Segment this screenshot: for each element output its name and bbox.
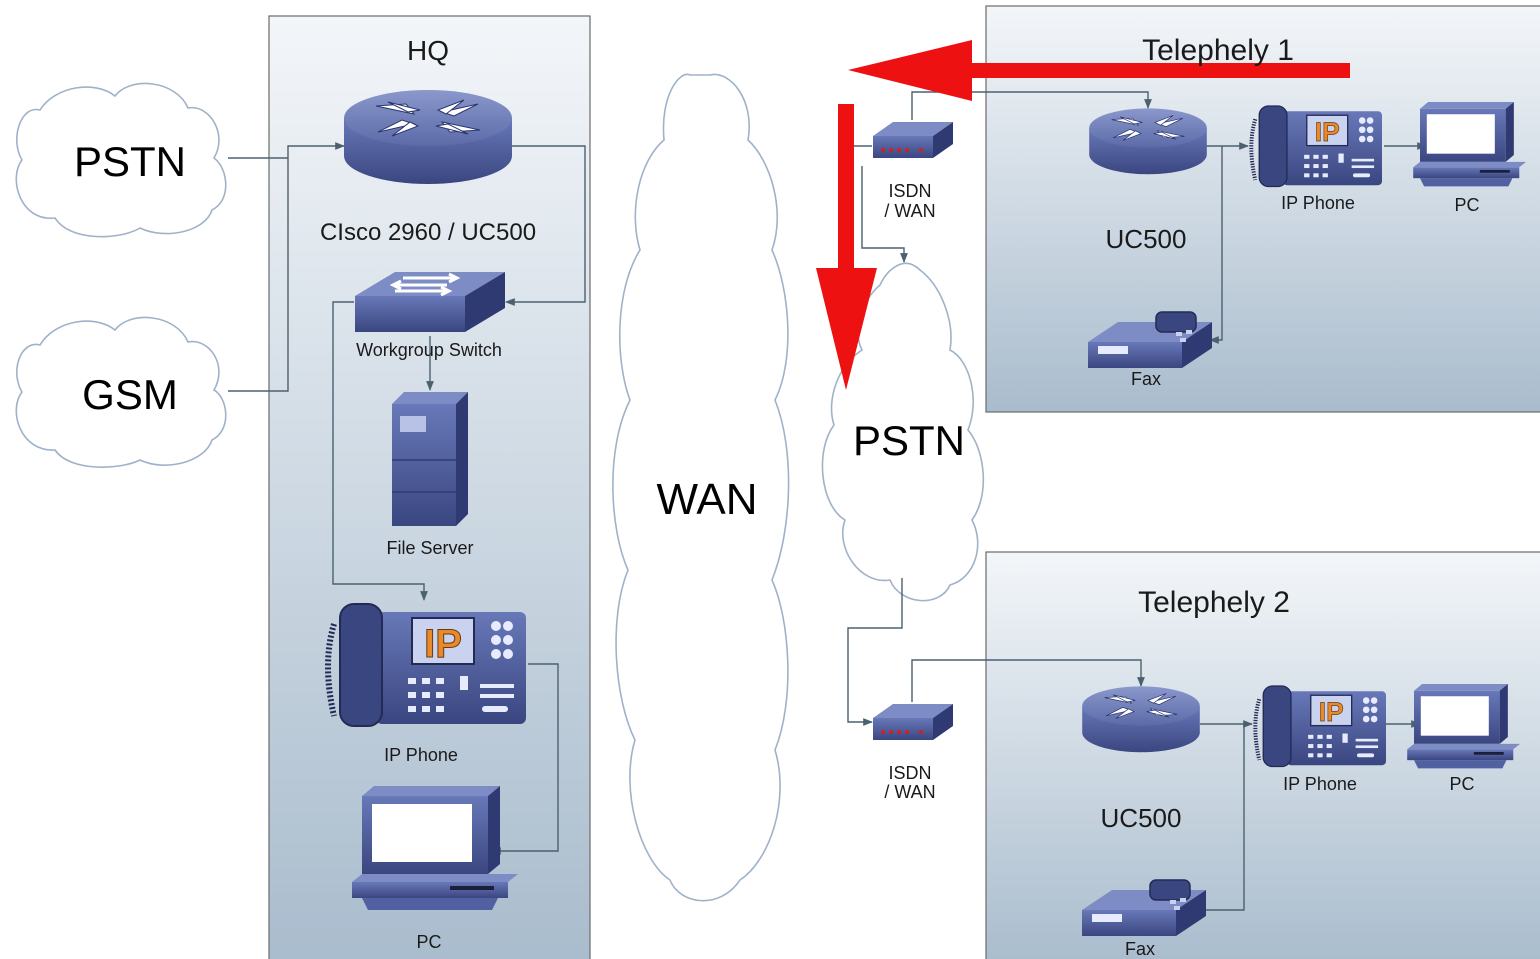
site1-router-label: UC500 [1106,224,1187,254]
site1-phone-label: IP Phone [1281,193,1355,213]
site2-fax-label: Fax [1125,939,1155,959]
flow-arrow-vertical-head [816,268,877,390]
modem-top-icon [873,122,953,158]
hq-router-label: CIsco 2960 / UC500 [320,219,536,246]
site1-pc-icon [1413,102,1527,187]
modem-bottom-line2: / WAN [884,782,935,802]
pstn-cloud-right [821,262,985,602]
wan-label: WAN [656,475,757,524]
flow-arrows [816,40,1350,390]
flow-arrow-vertical [838,104,854,272]
modem-top-line2: / WAN [884,201,935,221]
hq-pc-icon [352,786,518,910]
site1-title: Telephely 1 [1142,34,1294,67]
hq-server-label: File Server [386,538,473,558]
hq-pc-label: PC [416,932,441,952]
site2-router-label: UC500 [1101,803,1182,833]
hq-phone-label: IP Phone [384,745,458,765]
hq-ip-phone-icon [328,604,526,726]
site2-pc-icon [1407,684,1521,769]
pstn-cloud-left [15,82,227,238]
site1-fax-label: Fax [1131,369,1161,389]
hq-title: HQ [407,35,449,66]
flow-arrow-horizontal [960,63,1350,78]
site2-title: Telephely 2 [1138,586,1290,619]
gsm-label: GSM [82,371,178,418]
wan-cloud [612,73,790,902]
site1-pc-label: PC [1454,195,1479,215]
gsm-cloud [15,316,227,468]
connection-lines [228,91,1427,911]
modem-top-line1: ISDN [888,181,931,201]
site1-ip-phone-icon [1249,104,1384,189]
modem-bottom-icon [873,704,953,740]
modem-bottom-line1: ISDN [888,763,931,783]
hq-switch-label: Workgroup Switch [356,340,502,360]
site2-ip-phone-icon [1253,684,1388,769]
pstn-left-label: PSTN [74,138,186,185]
site2-router-icon [1081,686,1201,753]
site1-router-icon [1088,108,1208,175]
hq-router-icon [343,89,513,185]
pstn-right-label: PSTN [853,417,965,464]
site2-pc-label: PC [1449,774,1474,794]
site2-phone-label: IP Phone [1283,774,1357,794]
flow-arrow-horizontal-head [848,40,972,101]
hq-server-icon [391,391,469,527]
